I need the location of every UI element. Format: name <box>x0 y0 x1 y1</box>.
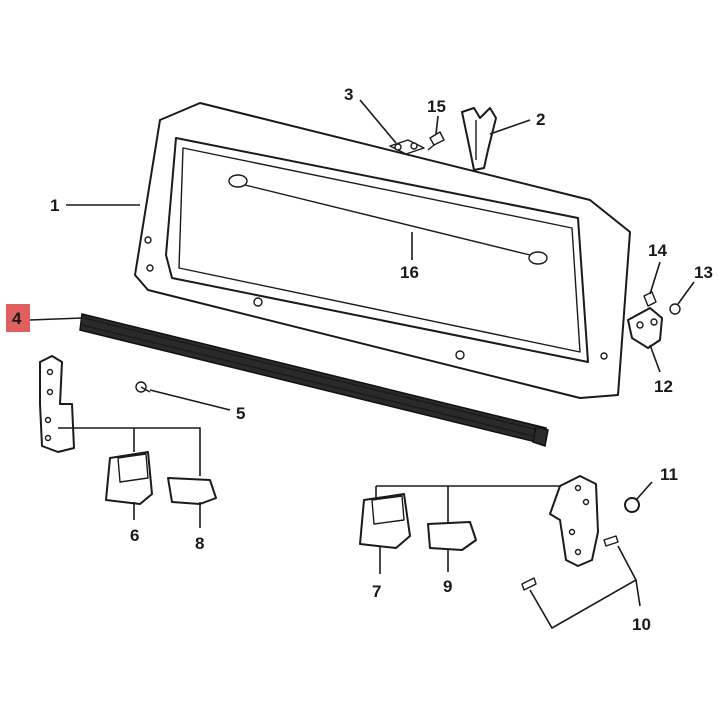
callout-7: 7 <box>372 582 381 601</box>
flap-8[interactable] <box>167 477 217 505</box>
callout-16: 16 <box>400 263 419 282</box>
screw-5[interactable] <box>135 381 151 393</box>
left-hinge[interactable] <box>39 355 75 453</box>
callout-5: 5 <box>236 404 245 423</box>
callout-12: 12 <box>654 377 673 396</box>
callout-9: 9 <box>443 577 452 596</box>
flap-9[interactable] <box>427 521 477 551</box>
screws-10[interactable] <box>521 535 619 591</box>
callout-2: 2 <box>536 110 545 129</box>
callout-8: 8 <box>195 534 204 553</box>
hinge-strap[interactable] <box>461 107 497 171</box>
pouch-cover-7[interactable] <box>359 493 411 549</box>
callout-10: 10 <box>632 615 651 634</box>
nut-11[interactable] <box>624 497 640 513</box>
right-hinge[interactable] <box>549 475 599 567</box>
highlight-box <box>6 304 30 332</box>
callout-14: 14 <box>648 241 667 260</box>
bracket-small[interactable] <box>389 139 425 155</box>
bolt-14[interactable] <box>643 291 657 307</box>
leader-lines <box>29 99 695 630</box>
callout-3: 3 <box>344 85 353 104</box>
window-rod-assembly[interactable] <box>228 174 548 265</box>
callout-4: 4 <box>12 309 22 328</box>
callout-6: 6 <box>130 526 139 545</box>
callout-11: 11 <box>660 465 678 484</box>
screw-15[interactable] <box>427 131 445 151</box>
callout-1: 1 <box>50 196 59 215</box>
pouch-cover-6[interactable] <box>105 451 153 505</box>
windshield-frame[interactable] <box>134 102 631 399</box>
bracket-plate[interactable] <box>627 307 663 349</box>
nut-13[interactable] <box>669 303 681 315</box>
callout-13: 13 <box>694 263 713 282</box>
weatherstrip-seal[interactable] <box>79 313 549 447</box>
callout-15: 15 <box>427 97 446 116</box>
